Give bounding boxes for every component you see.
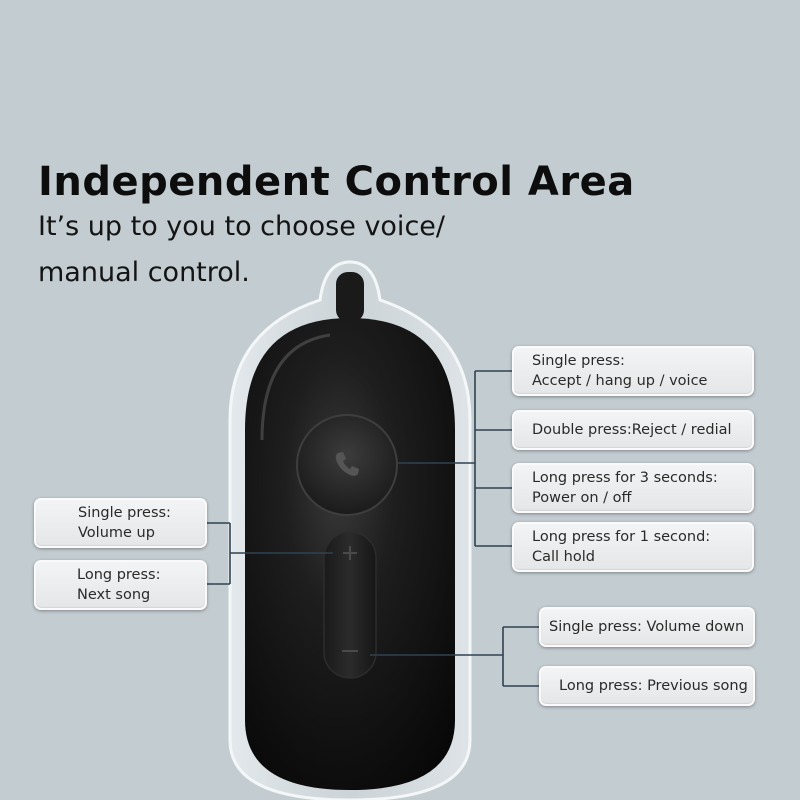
callout-minus-long-press: Long press: Previous song xyxy=(539,666,755,706)
call-button[interactable] xyxy=(296,414,398,516)
callout-call-double-press: Double press:Reject / redial xyxy=(512,410,754,450)
subtitle-line-1: It’s up to you to choose voice/ xyxy=(38,211,445,242)
volume-rocker xyxy=(323,531,377,679)
plus-connector-lines xyxy=(207,522,333,585)
callout-minus-single-press: Single press: Volume down xyxy=(539,607,755,647)
callout-plus-long-press: Long press: Next song xyxy=(34,560,207,610)
subtitle-line-2: manual control. xyxy=(38,257,250,288)
body-highlight xyxy=(260,333,331,441)
page-title: Independent Control Area xyxy=(38,158,635,205)
cable-stub xyxy=(336,272,364,322)
callout-call-single-press: Single press: Accept / hang up / voice xyxy=(512,346,754,396)
call-connector-lines xyxy=(398,370,512,547)
plus-icon[interactable] xyxy=(343,546,357,560)
page-subtitle: It’s up to you to choose voice/ manual c… xyxy=(38,204,498,296)
callout-plus-single-press: Single press: Volume up xyxy=(34,498,207,548)
callout-call-long-press-3s: Long press for 3 seconds: Power on / off xyxy=(512,463,754,513)
minus-connector-lines xyxy=(370,626,539,687)
callout-call-long-press-1s: Long press for 1 second: Call hold xyxy=(512,522,754,572)
phone-icon xyxy=(335,452,359,476)
